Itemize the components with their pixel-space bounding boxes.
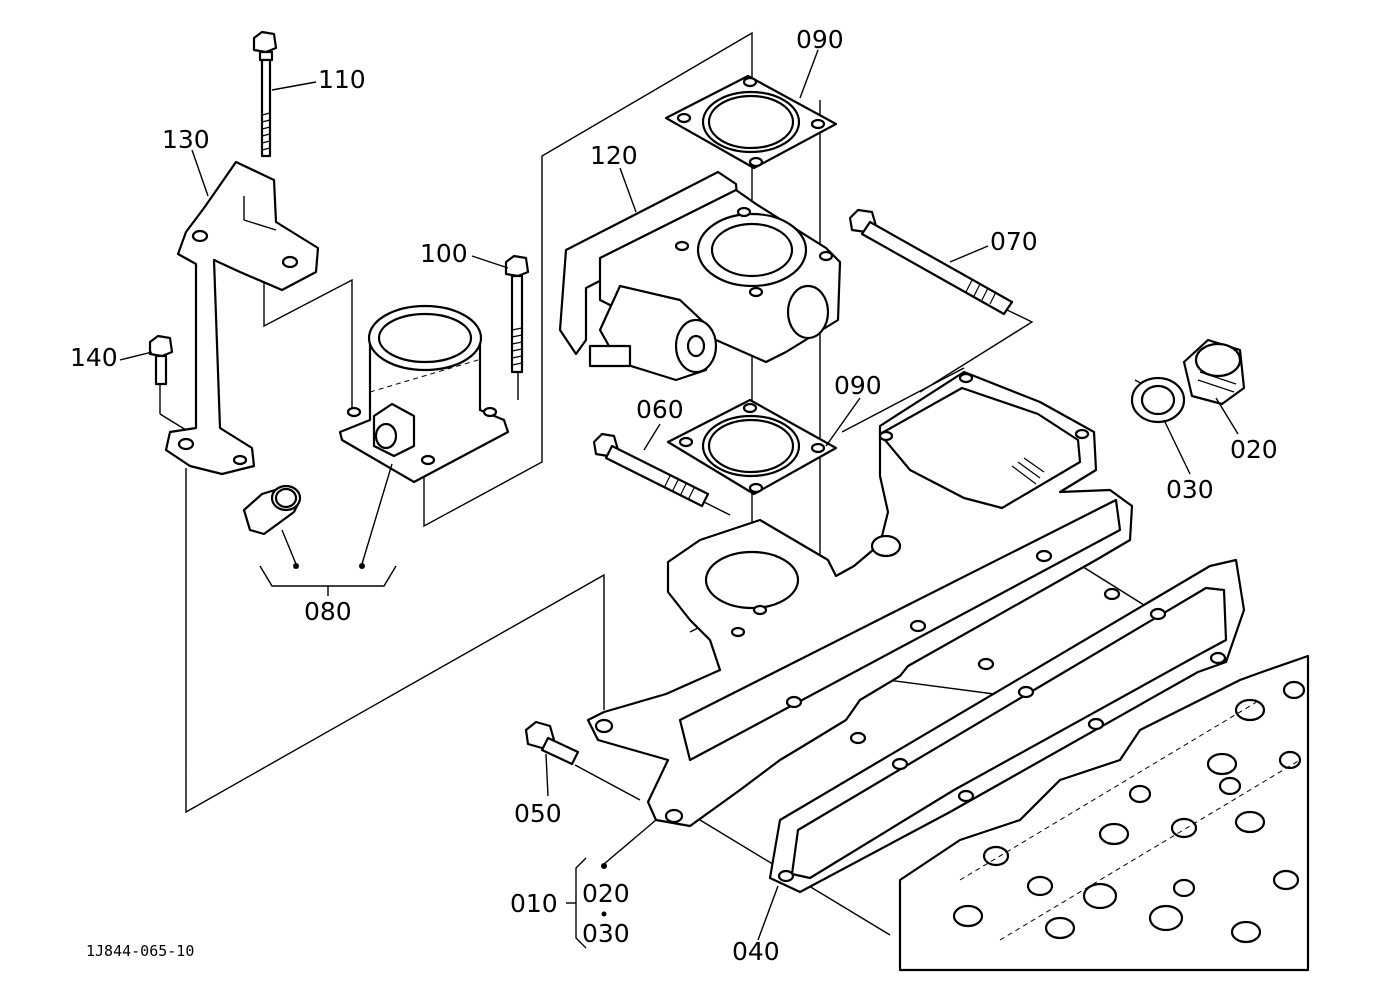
bolt-060 (592, 432, 710, 508)
callout-090-top: 090 (796, 25, 844, 54)
callout-020-group: 020 (582, 879, 630, 908)
callout-dots (293, 563, 607, 917)
bolt-070 (848, 208, 1014, 316)
bracket-130 (164, 160, 320, 476)
callout-050: 050 (514, 799, 562, 828)
gasket-090-mid (666, 398, 838, 496)
washer-030 (1130, 376, 1186, 424)
callout-040: 040 (732, 937, 780, 966)
gasket-040 (768, 558, 1246, 894)
cylinder-head (898, 654, 1310, 972)
callout-140: 140 (70, 343, 118, 372)
intake-elbow (338, 304, 510, 484)
callout-030: 030 (1166, 475, 1214, 504)
intake-manifold-010 (586, 370, 1134, 828)
callout-leaders (119, 49, 1239, 949)
callout-120: 120 (590, 141, 638, 170)
callout-130: 130 (162, 125, 210, 154)
diagram-id: 1J844-065-10 (86, 942, 194, 960)
throttle-body-120 (558, 170, 842, 382)
callout-090-mid: 090 (834, 371, 882, 400)
bolt-110 (252, 30, 278, 158)
callout-100: 100 (420, 239, 468, 268)
callout-110: 110 (318, 65, 366, 94)
callout-070: 070 (990, 227, 1038, 256)
pipe-080 (242, 484, 302, 536)
plug-020 (1182, 338, 1246, 406)
bolt-140 (148, 334, 174, 386)
bolt-050 (524, 720, 580, 766)
callout-080: 080 (304, 597, 352, 626)
gasket-090-top (664, 74, 838, 170)
callout-030-group: 030 (582, 919, 630, 948)
callout-020: 020 (1230, 435, 1278, 464)
bolt-100 (504, 254, 530, 374)
callout-010: 010 (510, 889, 558, 918)
callout-060: 060 (636, 395, 684, 424)
